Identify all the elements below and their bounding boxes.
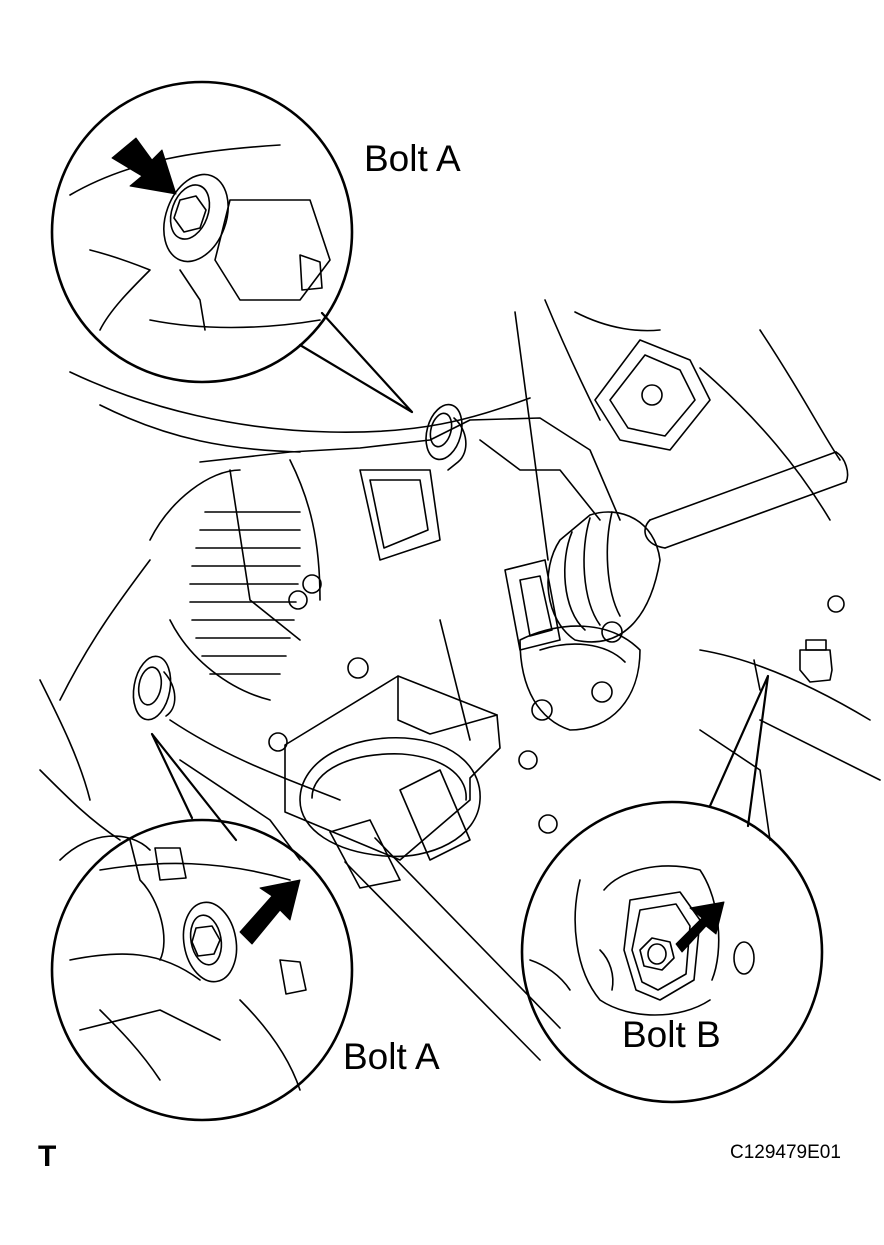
- housing-bolt-8: [288, 590, 308, 610]
- callout-bolt-a-top: Bolt A: [364, 138, 461, 179]
- detail-circle-bottom-left: [50, 732, 354, 1122]
- support-plate: [284, 675, 501, 861]
- housing-bolt-6: [538, 814, 558, 834]
- housing-bolt-1: [347, 657, 369, 679]
- detail-circle-top-left: [50, 80, 414, 414]
- bolt-a-top-detail: [163, 173, 229, 263]
- housing-bolt-5: [518, 750, 538, 770]
- drive-shaft: [649, 451, 847, 549]
- figure-id: C129479E01: [730, 1142, 841, 1163]
- housing-bolt-3: [531, 699, 553, 721]
- arrow-icon-right: [675, 901, 725, 953]
- housing-bolt-9: [302, 574, 322, 594]
- bolt-a-bottom-detail: [182, 901, 238, 983]
- callout-bolt-a-bottom: Bolt A: [343, 1036, 440, 1077]
- housing-bolt-4: [601, 621, 623, 643]
- bolt-b-detail: [639, 937, 675, 971]
- housing-bolt-7: [268, 732, 288, 752]
- callout-bolt-b: Bolt B: [622, 1014, 721, 1055]
- jack-arm: [344, 837, 561, 1061]
- main-assembly: [39, 299, 881, 1061]
- housing-bolt-2: [591, 681, 613, 703]
- corner-mark: T: [38, 1140, 57, 1173]
- detail-circle-right: [520, 659, 824, 1104]
- arrow-icon-bottom: [239, 879, 301, 945]
- housing-bolt-10: [827, 595, 845, 613]
- bolt-a-main-bottom: [132, 655, 176, 721]
- arrow-icon-top: [111, 137, 177, 195]
- housing-ribs: [189, 511, 301, 675]
- cv-boot: [547, 511, 661, 643]
- jack-cup: [299, 736, 481, 858]
- bolt-a-main-top: [425, 403, 467, 471]
